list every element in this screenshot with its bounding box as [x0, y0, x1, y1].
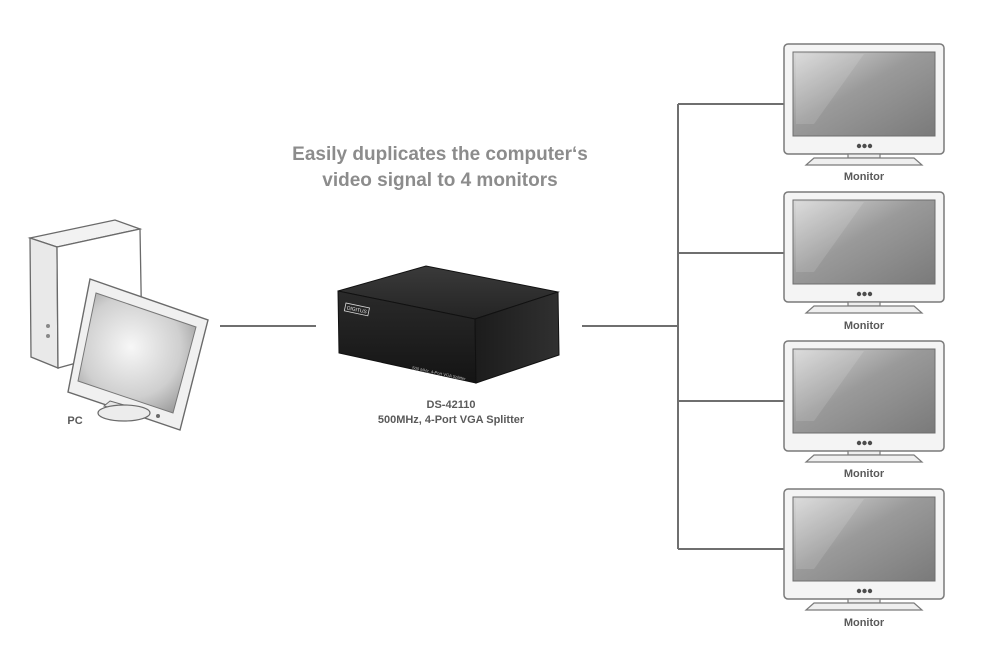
monitor-2 — [783, 191, 945, 314]
monitor-1-label: Monitor — [843, 171, 885, 183]
monitor-1 — [783, 43, 945, 166]
connector-lines — [220, 103, 784, 550]
svg-text:DIGITUS: DIGITUS — [346, 305, 368, 315]
monitor-4 — [783, 488, 945, 611]
pc-label: PC — [67, 415, 83, 427]
vga-splitter-device: DIGITUS 500 MHz, 4-Port VGA Splitter — [337, 265, 560, 384]
pc-illustration — [27, 219, 209, 431]
monitor-2-label: Monitor — [843, 320, 885, 332]
monitor-3 — [783, 340, 945, 463]
headline-line-1: Easily duplicates the computer‘s — [292, 144, 588, 165]
splitter-description: 500MHz, 4-Port VGA Splitter — [377, 414, 525, 426]
splitter-model: DS-42110 — [426, 399, 476, 411]
digitus-logo: DIGITUS — [343, 302, 370, 317]
pc-monitor — [67, 278, 209, 431]
monitor-4-label: Monitor — [843, 617, 885, 629]
headline-line-2: video signal to 4 monitors — [322, 170, 558, 191]
monitor-3-label: Monitor — [843, 468, 885, 480]
splitter-label: DS-42110 500MHz, 4-Port VGA Splitter — [340, 398, 562, 428]
headline: Easily duplicates the computer‘s video s… — [270, 142, 610, 194]
